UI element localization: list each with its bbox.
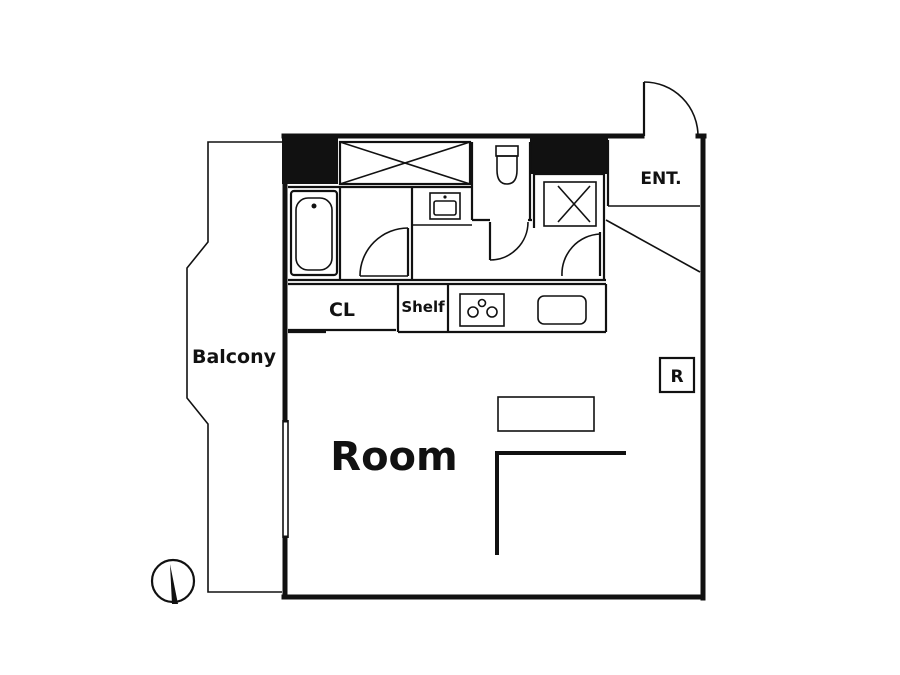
balcony-label: Balcony	[192, 346, 277, 368]
north-arrow-icon	[150, 558, 196, 604]
bathroom-area	[288, 140, 606, 282]
shelf-label: Shelf	[401, 298, 445, 316]
closet-label: CL	[329, 299, 355, 321]
washbasin-icon	[429, 192, 461, 220]
balcony	[186, 141, 282, 593]
exhaust-box	[338, 140, 472, 186]
room-fixtures	[495, 396, 626, 555]
desk	[497, 396, 595, 432]
entrance-area: ENT.	[605, 81, 701, 273]
bathroom-door	[359, 227, 410, 277]
kitchen-sink-icon	[537, 295, 587, 325]
hall-door	[561, 232, 602, 277]
toilet-room	[470, 142, 532, 261]
storage-row: CL Shelf	[288, 282, 608, 334]
hall-area	[532, 172, 606, 280]
entrance-door	[642, 81, 699, 137]
refrigerator-label: R	[670, 367, 683, 387]
toilet-icon	[495, 145, 519, 185]
column-mid	[530, 134, 608, 174]
bathtub-icon	[289, 189, 339, 277]
refrigerator: R	[658, 356, 696, 394]
shoe-cabinet	[543, 181, 597, 227]
toilet-door	[488, 221, 529, 261]
balcony-window	[282, 420, 289, 538]
room-label: Room	[330, 434, 457, 480]
column-left	[282, 134, 338, 184]
stove-icon	[459, 293, 505, 327]
entrance-label: ENT.	[640, 169, 681, 189]
